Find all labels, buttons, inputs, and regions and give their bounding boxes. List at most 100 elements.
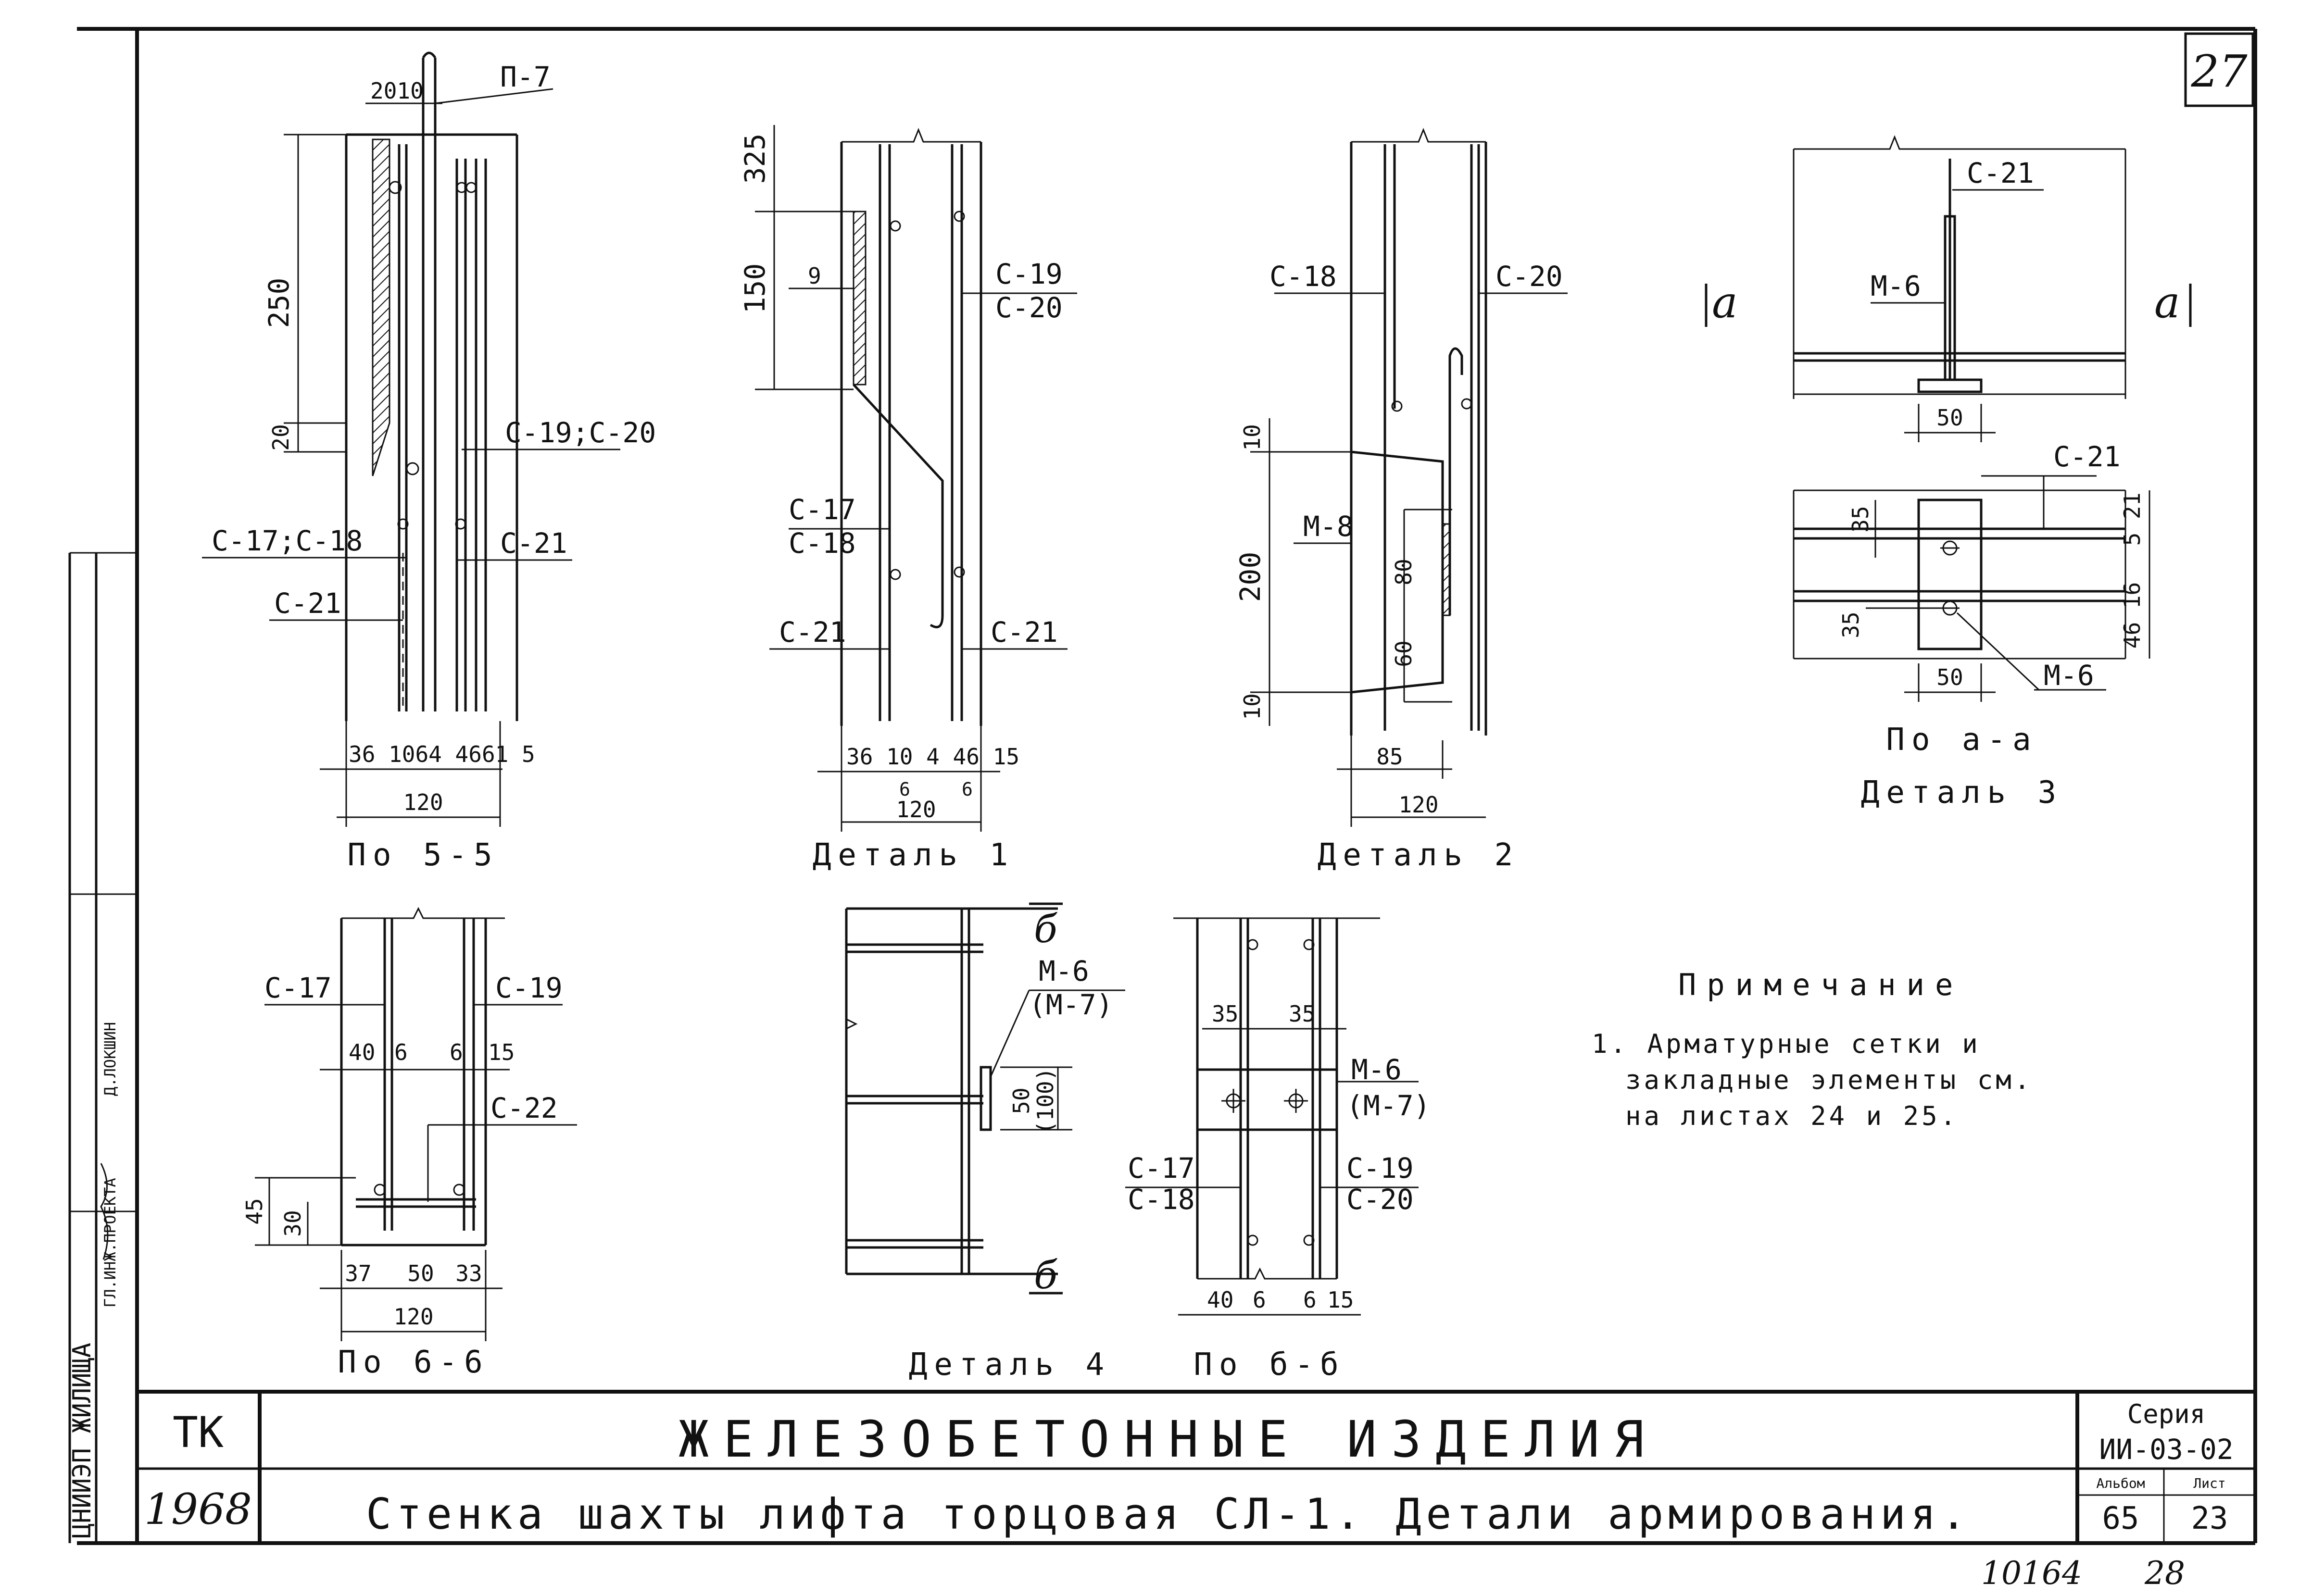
- embedded-plate-hatch: [372, 138, 390, 476]
- dim-33: 33: [455, 1260, 482, 1286]
- dim-10b: 10: [1239, 693, 1265, 720]
- label-m6-top: М-6: [1871, 270, 1921, 302]
- dims-bottom: 36 10 4 46 15: [846, 744, 1019, 770]
- sheet-number: 27: [2190, 46, 2248, 97]
- detail-3: С-21 М-6 а а 50 35 35 С-21 5 21 46 16: [1705, 135, 2192, 810]
- caption: Деталь 1: [813, 837, 1015, 873]
- title-subtitle: Стенка шахты лифта торцовая СЛ-1. Детали…: [366, 1489, 1971, 1539]
- album-label: Альбом: [2096, 1475, 2145, 1491]
- detail-1: 325 150 9 С-19 С-20 С-17 С-18 С-21 С-21 …: [739, 125, 1077, 873]
- archive-number-2: 28: [2144, 1555, 2185, 1592]
- list-value: 23: [2191, 1501, 2228, 1536]
- dim-35a: 35: [1847, 506, 1873, 532]
- label-c19: С-19: [495, 972, 563, 1004]
- dim-6a: 6: [1253, 1287, 1266, 1313]
- dim-total: 120: [403, 789, 443, 815]
- dim-50: 50: [407, 1260, 434, 1286]
- note-block: Примечание 1. Арматурные сетки и закладн…: [1592, 967, 2033, 1131]
- label-9: 9: [808, 263, 821, 289]
- label-c17-c18: С-17;С-18: [212, 524, 363, 557]
- caption: Деталь 3: [1861, 775, 2063, 810]
- side-stamp-role: ГЛ.ИНЖ.ПРОЕКТА: [101, 1178, 119, 1308]
- dim-50-top: 50: [1936, 405, 1963, 431]
- title-org: ТК: [173, 1408, 224, 1457]
- caption: По 5-5: [347, 837, 499, 873]
- dim-10a: 10: [1239, 424, 1265, 450]
- series-label: Серия: [2127, 1399, 2206, 1429]
- label-m8: М-8: [1303, 510, 1354, 543]
- dim-6a: 6: [394, 1039, 408, 1065]
- title-main: ЖЕЛЕЗОБЕТОННЫЕ ИЗДЕЛИЯ: [679, 1410, 1659, 1469]
- detail-2: С-18 С-20 М-8 10 200 10 80 60 85 120 Дет…: [1234, 127, 1568, 873]
- dim-40: 40: [1207, 1287, 1233, 1313]
- list-label: Лист: [2193, 1475, 2225, 1491]
- dim-50-plan: 50: [1936, 664, 1963, 690]
- label-c22: С-22: [490, 1092, 558, 1124]
- dim-35a: 35: [1212, 1001, 1238, 1027]
- label-c19: С-19: [995, 258, 1063, 290]
- embedded-plate-hatch: [853, 211, 867, 386]
- dim-35b: 35: [1289, 1001, 1315, 1027]
- dim-35b: 35: [1838, 611, 1864, 638]
- label-c21-left: С-21: [779, 616, 846, 648]
- view-b-b: 35 35 М-6 (М-7) С-17 С-18 С-19 С-20 40 6…: [1125, 917, 1431, 1383]
- view-6-6: С-22 С-17 С-19 40 6 6 15 45 30 37 50 33 …: [241, 907, 577, 1380]
- note-line-2: закладные элементы см.: [1625, 1065, 2033, 1095]
- side-stamp-org: ЦНИИЭП ЖИЛИЩА: [68, 1343, 97, 1538]
- dim-250: 250: [263, 278, 295, 328]
- label-c20: С-20: [995, 291, 1063, 324]
- title-block: ТК 1968 ЖЕЛЕЗОБЕТОННЫЕ ИЗДЕЛИЯ Стенка ша…: [137, 1390, 2255, 1543]
- dim-200: 200: [1234, 552, 1267, 602]
- label-m7: (М-7): [1029, 988, 1113, 1021]
- detail-4: б б М-6 (М-7) 50 (100) Деталь 4: [845, 902, 1125, 1383]
- label-c18: С-18: [1269, 260, 1337, 293]
- dim-right-a: 5 21: [2119, 493, 2145, 546]
- dim-100: (100): [1032, 1068, 1058, 1134]
- note-line-1: 1. Арматурные сетки и: [1592, 1029, 1981, 1059]
- label-c21-left: С-21: [274, 587, 341, 620]
- label-b-bottom: б: [1034, 1253, 1058, 1297]
- dim-325: 325: [739, 134, 771, 184]
- dim-20: 20: [268, 424, 294, 450]
- dim-total: 120: [393, 1304, 433, 1330]
- label-b-top: б: [1034, 907, 1058, 951]
- label-m6-plan: М-6: [2044, 659, 2094, 692]
- sheet-number-box: 27: [2184, 32, 2254, 107]
- label-c18: С-18: [789, 527, 856, 560]
- label-c18: С-18: [1128, 1183, 1195, 1216]
- note-heading: Примечание: [1678, 967, 1963, 1002]
- label-c17: С-17: [789, 493, 856, 526]
- dim-85: 85: [1376, 744, 1403, 770]
- label-c20: С-20: [1346, 1183, 1414, 1216]
- label-c17: С-17: [264, 972, 332, 1004]
- label-c21-right: С-21: [500, 527, 567, 560]
- dim-40: 40: [349, 1039, 375, 1065]
- title-year: 1968: [144, 1484, 252, 1534]
- dim-6a: 6: [899, 779, 910, 800]
- side-stamp-name: Д.ЛОКШИН: [101, 1022, 119, 1096]
- label-c21-top: С-21: [1967, 157, 2034, 189]
- sheet-frame: [68, 27, 2257, 1545]
- label-m6: М-6: [1351, 1053, 1402, 1086]
- dim-right-b: 46 16: [2119, 582, 2145, 648]
- dim-150: 150: [739, 263, 771, 314]
- label-m6: М-6: [1039, 955, 1089, 987]
- label-c21-right: С-21: [991, 616, 1058, 648]
- label-c19: С-19: [1346, 1152, 1414, 1185]
- label-c21-plan: С-21: [2053, 440, 2121, 473]
- dim-total: 120: [1398, 792, 1438, 818]
- dim-30: 30: [280, 1210, 306, 1236]
- caption: Деталь 2: [1318, 837, 1520, 873]
- dim-60: 60: [1391, 640, 1417, 667]
- dim-6b: 6: [450, 1039, 463, 1065]
- dim-15: 15: [488, 1039, 515, 1065]
- series-value: ИИ-03-02: [2099, 1433, 2233, 1466]
- album-value: 65: [2102, 1501, 2139, 1536]
- dim-total: 120: [896, 797, 936, 823]
- dim-80: 80: [1391, 559, 1417, 585]
- archive-number: 10164: [1981, 1555, 2082, 1592]
- label-a-right: а: [2154, 277, 2180, 328]
- caption: По 6-6: [338, 1345, 489, 1380]
- dims-bottom: 36 1064 4661 5: [349, 741, 535, 767]
